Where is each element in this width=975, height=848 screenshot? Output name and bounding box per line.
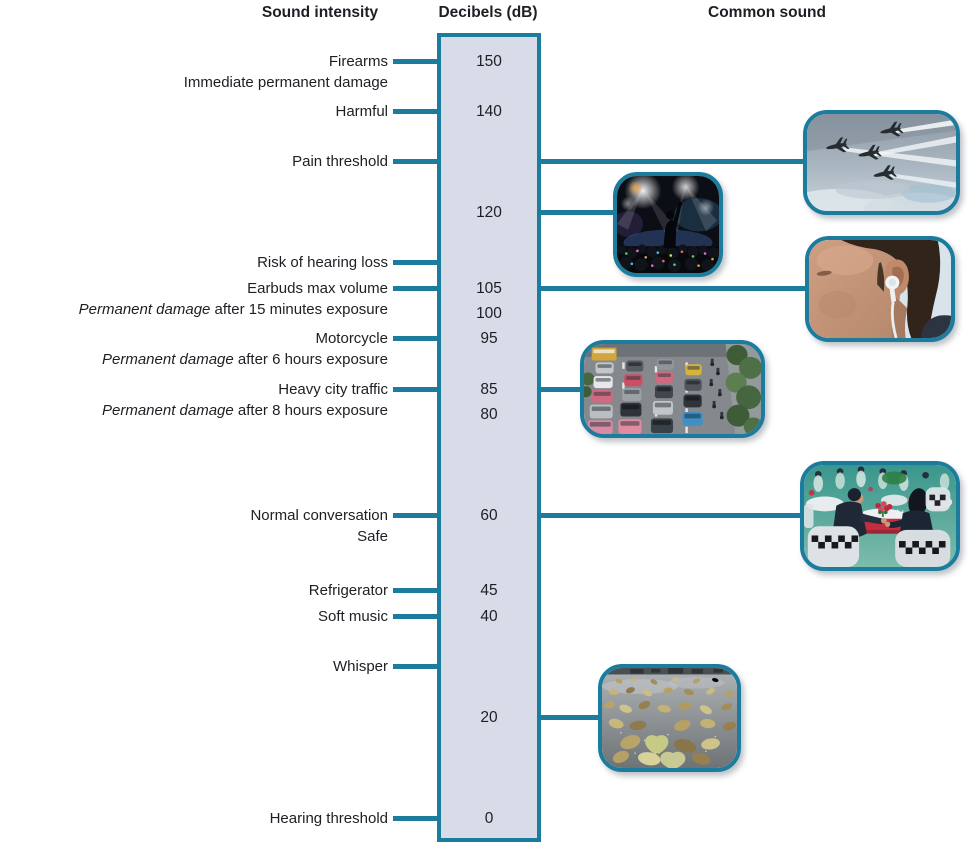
db-value: 105 (476, 279, 502, 297)
scale-tick (393, 58, 441, 64)
connector-line-rock-concert (535, 209, 623, 215)
intensity-label-text: Soft music (317, 607, 388, 625)
intensity-label: Pain threshold (292, 151, 388, 172)
intensity-label-text: Motorcycle (315, 330, 388, 348)
scale-tick (393, 336, 441, 342)
intensity-label-text: Normal conversation (250, 506, 388, 524)
db-value: 120 (476, 203, 502, 221)
rock-concert-illustration (617, 176, 719, 273)
scale-tick (393, 815, 441, 821)
column-header-sound-intensity: Sound intensity (261, 4, 379, 21)
intensity-label-text: Risk of hearing loss (257, 254, 388, 272)
intensity-sublabel: Immediate permanent damage (184, 72, 388, 93)
scale-tick (393, 512, 441, 518)
intensity-sublabel-text: after 15 minutes exposure (210, 300, 388, 318)
intensity-sublabel-italic: Permanent damage (101, 351, 234, 369)
intensity-label-text: Harmful (335, 102, 388, 120)
db-value: 80 (480, 405, 498, 423)
rock-concert-image (613, 172, 723, 277)
intensity-label-text: Refrigerator (308, 582, 388, 600)
db-value: 60 (480, 506, 498, 524)
intensity-label: Risk of hearing loss (257, 252, 388, 273)
db-value: 85 (480, 380, 498, 398)
intensity-label: Harmful (335, 101, 388, 122)
fighter-jets-illustration (807, 114, 956, 211)
earbuds-image (805, 236, 955, 342)
scale-tick (393, 159, 441, 165)
intensity-label-text: Hearing threshold (269, 809, 388, 827)
db-value: 100 (476, 304, 502, 322)
intensity-sublabel-text: after 6 hours exposure (233, 351, 388, 369)
intensity-label: Refrigerator (309, 580, 388, 601)
scale-tick (393, 613, 441, 619)
db-value: 45 (480, 582, 498, 600)
city-traffic-image (580, 340, 765, 438)
connector-line-fighter-jets (535, 159, 813, 165)
scale-tick (393, 588, 441, 594)
scale-tick (393, 664, 441, 670)
conversation-image (800, 461, 960, 571)
intensity-sublabel: Permanent damage after 6 hours exposure (102, 349, 388, 370)
connector-line-city-traffic (535, 386, 590, 392)
scale-tick (393, 386, 441, 392)
city-traffic-illustration (584, 344, 761, 434)
intensity-label-text: Heavy city traffic (278, 380, 388, 398)
intensity-sublabel: Safe (250, 526, 388, 547)
connector-line-falling-leaves (535, 714, 608, 720)
intensity-sublabel-italic: Permanent damage (101, 401, 234, 419)
db-value: 20 (480, 708, 498, 726)
db-value: 0 (484, 809, 494, 827)
intensity-label: Soft music (318, 606, 388, 627)
connector-line-earbuds (535, 285, 815, 291)
conversation-illustration (804, 465, 956, 567)
intensity-label: Whisper (333, 656, 388, 677)
intensity-label-text: Earbuds max volume (247, 279, 388, 297)
intensity-label-text: Firearms (328, 52, 388, 70)
intensity-label: Hearing threshold (270, 808, 388, 829)
intensity-label-text: Pain threshold (292, 153, 388, 171)
db-value: 95 (480, 330, 498, 348)
column-header-decibels: Decibels (dB) (438, 4, 538, 21)
connector-line-conversation (535, 512, 810, 518)
db-value: 150 (476, 52, 502, 70)
intensity-sublabel: Permanent damage after 15 minutes exposu… (79, 299, 388, 320)
scale-tick (393, 285, 441, 291)
db-value: 140 (476, 102, 502, 120)
falling-leaves-illustration (602, 668, 737, 768)
intensity-sublabel: Permanent damage after 8 hours exposure (102, 400, 388, 421)
intensity-sublabel-italic: Permanent damage (78, 300, 211, 318)
earbuds-illustration (809, 240, 951, 338)
intensity-label-text: Whisper (332, 658, 388, 676)
falling-leaves-image (598, 664, 741, 772)
fighter-jets-image (803, 110, 960, 215)
decibel-scale-bar (437, 33, 541, 842)
intensity-sublabel-text: Immediate permanent damage (183, 73, 388, 91)
db-value: 40 (480, 607, 498, 625)
intensity-sublabel-text: Safe (357, 527, 388, 545)
scale-tick (393, 108, 441, 114)
column-header-common-sound: Common sound (708, 4, 826, 21)
scale-tick (393, 260, 441, 266)
intensity-sublabel-text: after 8 hours exposure (233, 401, 388, 419)
